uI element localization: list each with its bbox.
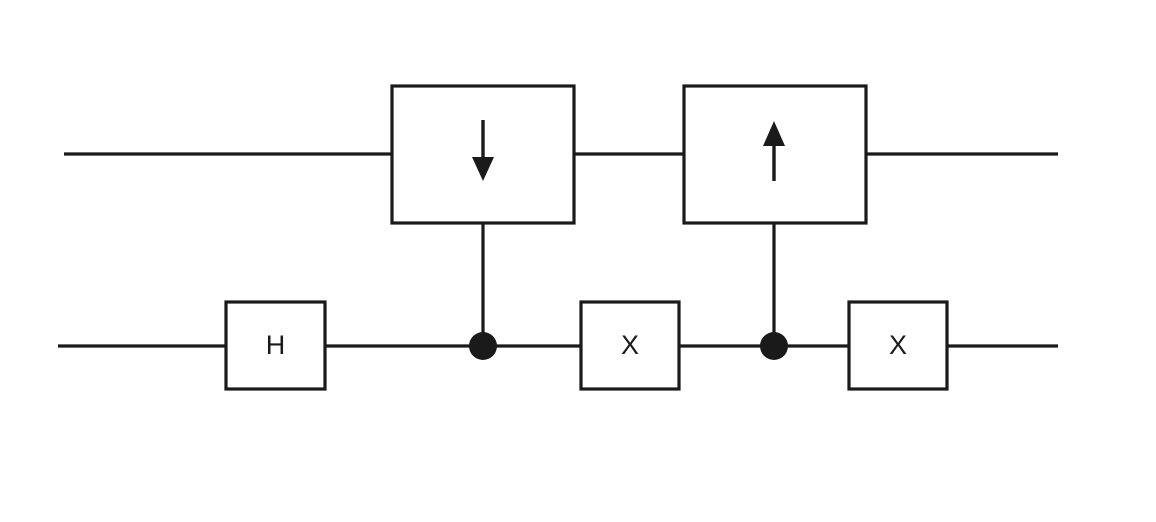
gate-pauli-x-1[interactable]: X [579, 300, 681, 391]
gate-hadamard-label: H [266, 330, 286, 360]
gate-down-arrow[interactable] [390, 84, 576, 225]
gate-pauli-x-2-label: X [889, 330, 907, 360]
gate-hadamard[interactable]: H [224, 300, 327, 391]
control-dot-group [469, 332, 788, 360]
gate-pauli-x-1-box[interactable] [579, 300, 681, 391]
control-connector-group [481, 223, 776, 346]
gate-hadamard-box[interactable] [224, 300, 327, 391]
arrow-down-icon [472, 120, 494, 181]
control-dot-2[interactable] [760, 332, 788, 360]
gate-pauli-x-2[interactable]: X [847, 300, 949, 391]
control-dot-1[interactable] [469, 332, 497, 360]
gate-pauli-x-2-box[interactable] [847, 300, 949, 391]
gate-pauli-x-1-label: X [621, 330, 639, 360]
arrow-up-icon [763, 121, 785, 181]
gate-up-arrow[interactable] [682, 84, 868, 225]
